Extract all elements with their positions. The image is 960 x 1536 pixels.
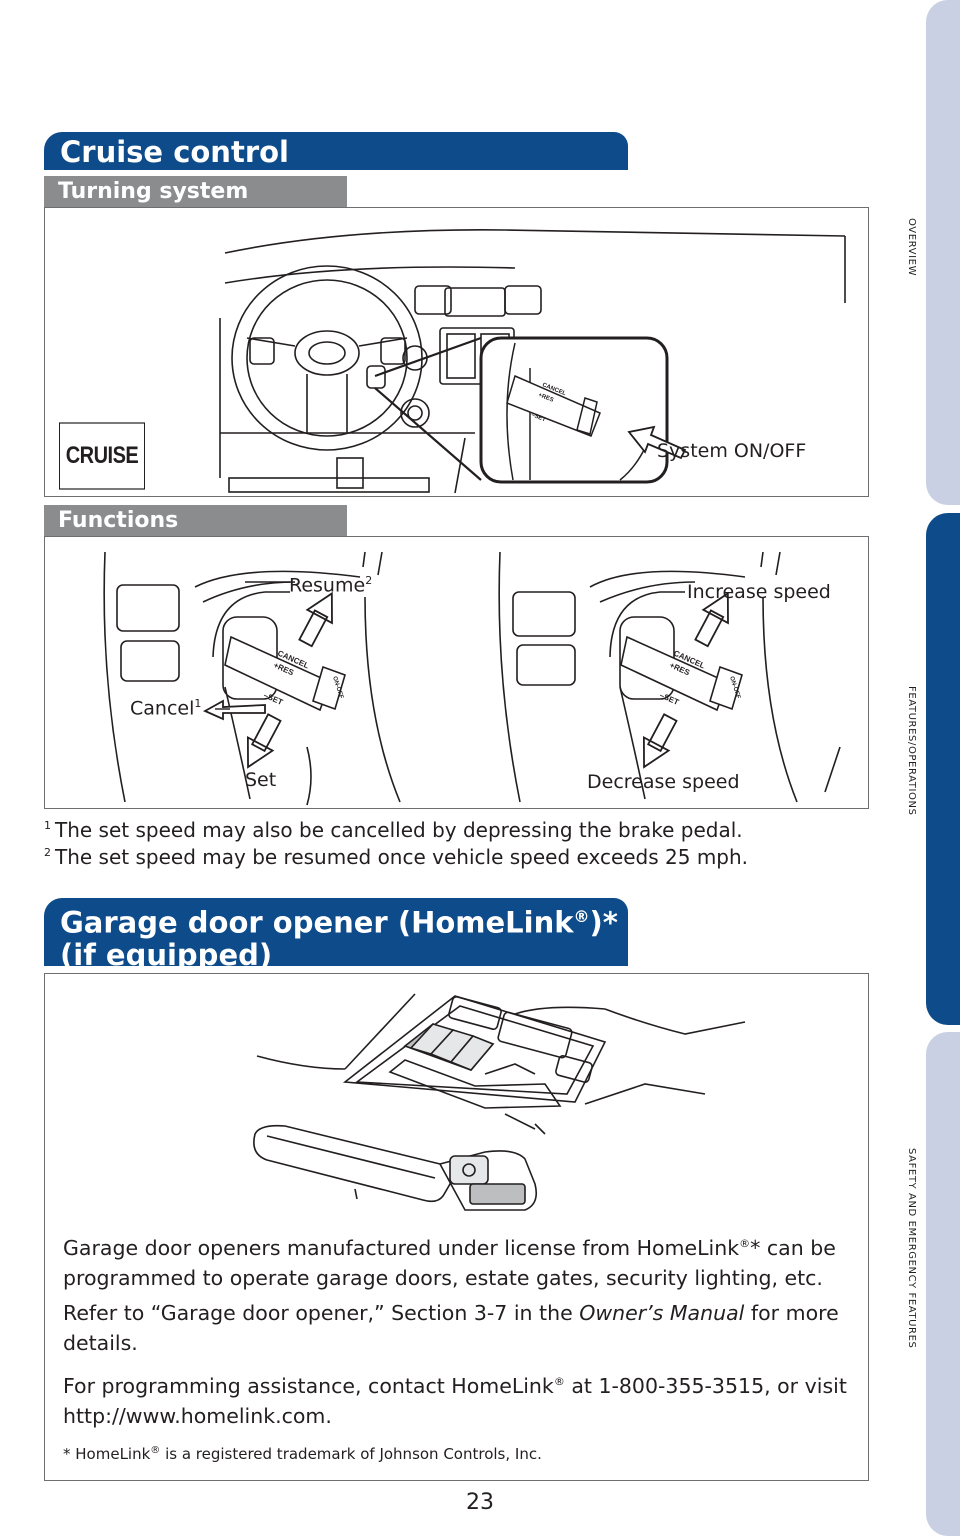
cancel-label: Cancel1 bbox=[130, 697, 202, 720]
increase-arrow-icon bbox=[694, 591, 729, 648]
cruise-badge-text: CRUISE bbox=[65, 442, 139, 469]
set-arrow-icon bbox=[246, 713, 282, 769]
page-number: 23 bbox=[466, 1490, 494, 1515]
increase-speed-label: Increase speed bbox=[687, 581, 831, 603]
functions-figure: CANCEL +RES –SET ON-OFF CANCEL +RES –SET… bbox=[44, 536, 869, 809]
on-off-arrow-icon bbox=[627, 425, 687, 460]
side-tab-safety[interactable] bbox=[926, 1032, 960, 1536]
resume-arrow-icon bbox=[298, 591, 333, 648]
functions-subheader: Functions bbox=[44, 505, 347, 537]
side-tab-overview-label: OVERVIEW bbox=[906, 218, 917, 277]
side-tab-features-label: FEATURES/OPERATIONS bbox=[906, 686, 917, 816]
side-tab-overview[interactable] bbox=[926, 0, 960, 505]
decrease-speed-label: Decrease speed bbox=[587, 771, 740, 793]
garage-para-3: For programming assistance, contact Home… bbox=[63, 1373, 847, 1428]
homelink-trademark-note: * HomeLink® is a registered trademark of… bbox=[63, 1445, 542, 1463]
system-on-off-label: System ON/OFF bbox=[657, 440, 807, 462]
garage-figure: Garage door openers manufactured under l… bbox=[44, 973, 869, 1481]
garage-title-line1: Garage door opener (HomeLink®)* bbox=[60, 905, 618, 940]
cruise-control-title: Cruise control bbox=[60, 135, 289, 169]
garage-para-1: Garage door openers manufactured under l… bbox=[63, 1235, 836, 1290]
garage-title-line2: (if equipped) bbox=[60, 937, 273, 972]
functions-illustration: CANCEL +RES –SET ON-OFF CANCEL +RES –SET… bbox=[103, 551, 841, 806]
overhead-console-illustration bbox=[253, 993, 746, 1211]
decrease-arrow-icon bbox=[642, 713, 678, 769]
lever-res-text: +RES bbox=[537, 392, 554, 403]
cruise-control-header: Cruise control bbox=[44, 132, 628, 170]
side-tab-features[interactable] bbox=[926, 513, 960, 1025]
set-label: Set bbox=[245, 769, 277, 791]
resume-label: Resume2 bbox=[289, 574, 373, 597]
garage-para-2: Refer to “Garage door opener,” Section 3… bbox=[63, 1301, 839, 1355]
garage-door-header: Garage door opener (HomeLink®)* (if equi… bbox=[44, 898, 628, 971]
cancel-arrow-icon bbox=[202, 699, 266, 721]
right-lever-set-text: –SET bbox=[658, 691, 680, 707]
dashboard-illustration: CANCEL +RES –SET bbox=[219, 229, 846, 494]
side-tab-safety-label: SAFETY AND EMERGENCY FEATURES bbox=[906, 1148, 917, 1349]
lever-set-text: –SET bbox=[530, 412, 546, 423]
turning-system-subheader: Turning system ON/OFF bbox=[44, 176, 347, 236]
cruise-onoff-figure: CANCEL +RES –SET CRUISE System ON/OFF bbox=[44, 207, 869, 497]
cruise-badge: CRUISE bbox=[59, 422, 145, 490]
